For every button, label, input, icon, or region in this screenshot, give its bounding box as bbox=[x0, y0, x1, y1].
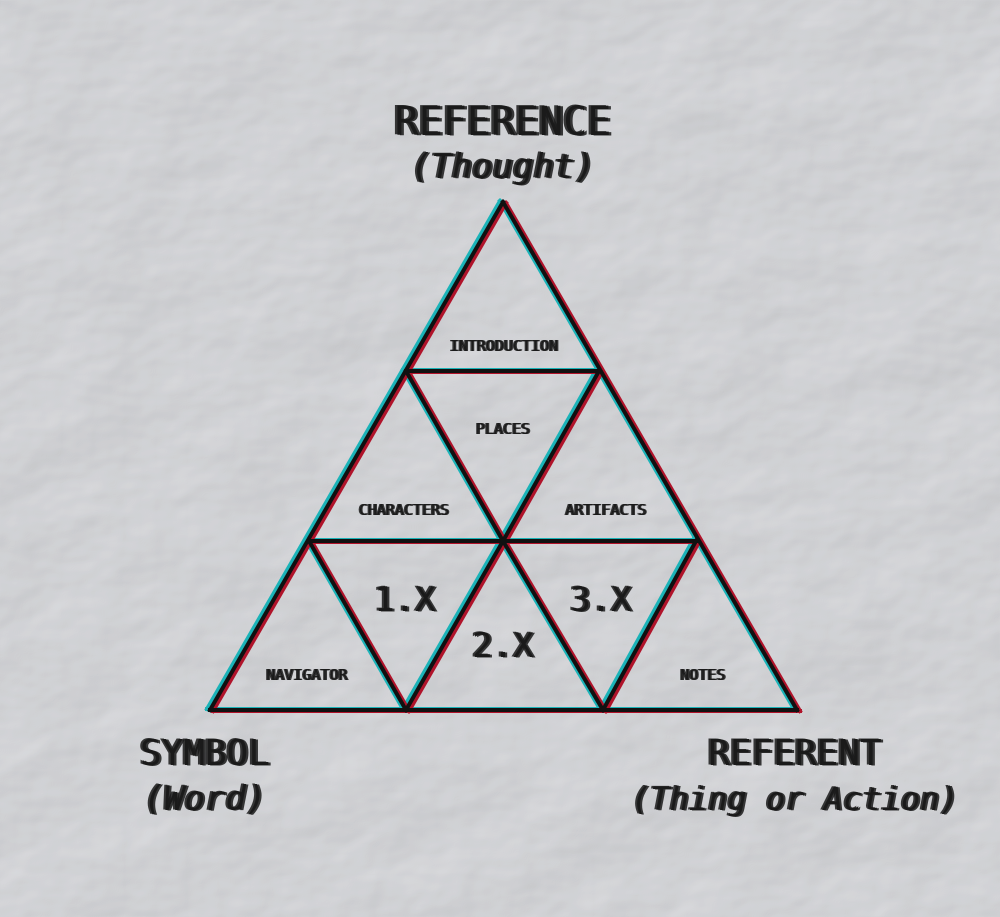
svg-text:1.X: 1.X bbox=[374, 580, 436, 620]
triangle-edge bbox=[503, 539, 609, 714]
svg-text:NAVIGATOR: NAVIGATOR bbox=[265, 666, 347, 684]
triangle-edge bbox=[210, 200, 509, 714]
triangle-edge bbox=[303, 537, 406, 712]
triangle-edge bbox=[400, 367, 503, 543]
svg-text:NOTES: NOTES bbox=[679, 666, 724, 684]
svg-text:REFERENT: REFERENT bbox=[706, 733, 879, 774]
svg-text:1.X: 1.X bbox=[376, 580, 438, 620]
svg-text:CHARACTERS: CHARACTERS bbox=[358, 501, 448, 519]
svg-text:3.X: 3.X bbox=[568, 580, 630, 620]
svg-text:(Word): (Word) bbox=[144, 779, 267, 819]
svg-text:3.X: 3.X bbox=[570, 580, 632, 620]
reference-subtitle: (Thought)(Thought)(Thought) bbox=[409, 147, 597, 188]
triangle-edge bbox=[400, 537, 503, 712]
svg-text:NOTES: NOTES bbox=[680, 666, 725, 684]
svg-text:3.X: 3.X bbox=[572, 580, 634, 620]
svg-text:NAVIGATOR: NAVIGATOR bbox=[268, 666, 350, 684]
svg-text:PLACES: PLACES bbox=[477, 420, 531, 438]
triangle-edge bbox=[500, 368, 602, 544]
triangle-edge bbox=[403, 368, 506, 544]
svg-text:INTRODUCTION: INTRODUCTION bbox=[450, 337, 558, 355]
svg-text:REFERENCE: REFERENCE bbox=[395, 99, 612, 145]
svg-text:ARTIFACTS: ARTIFACTS bbox=[565, 501, 646, 519]
svg-text:1.X: 1.X bbox=[372, 580, 434, 620]
triangle-edge bbox=[406, 539, 509, 714]
triangle-edge bbox=[500, 538, 606, 713]
triangle-edge bbox=[207, 199, 506, 713]
triangle-edge bbox=[503, 369, 605, 545]
svg-text:(Thought): (Thought) bbox=[409, 147, 593, 187]
svg-text:PLACES: PLACES bbox=[476, 420, 530, 438]
svg-text:(Word): (Word) bbox=[146, 779, 269, 819]
svg-text:(Thought): (Thought) bbox=[413, 147, 597, 187]
triangle-edge bbox=[309, 539, 412, 714]
triangle-edge bbox=[600, 538, 699, 713]
svg-text:INTRODUCTION: INTRODUCTION bbox=[451, 337, 559, 355]
triangle-edge bbox=[497, 198, 797, 712]
svg-text:REFERENCE: REFERENCE bbox=[397, 100, 614, 146]
svg-text:SYMBOL: SYMBOL bbox=[138, 733, 268, 774]
referent-subtitle: (Thing or Action)(Thing or Action)(Thing… bbox=[629, 780, 961, 819]
triangle-edge bbox=[403, 538, 506, 713]
svg-text:(Thought): (Thought) bbox=[411, 147, 595, 187]
triangle-edge bbox=[306, 538, 409, 713]
triangle-edge bbox=[497, 537, 603, 712]
svg-text:2.X: 2.X bbox=[470, 626, 532, 666]
svg-text:(Thing or Action): (Thing or Action) bbox=[633, 780, 961, 818]
svg-text:NAVIGATOR: NAVIGATOR bbox=[266, 666, 348, 684]
svg-text:REFERENT: REFERENT bbox=[708, 733, 881, 774]
svg-text:SYMBOL: SYMBOL bbox=[140, 733, 270, 774]
svg-text:INTRODUCTION: INTRODUCTION bbox=[449, 337, 557, 355]
triangle-edge bbox=[406, 369, 509, 545]
svg-text:2.X: 2.X bbox=[474, 626, 536, 666]
symbol-subtitle: (Word)(Word)(Word) bbox=[141, 779, 268, 820]
svg-text:CHARACTERS: CHARACTERS bbox=[360, 501, 450, 519]
triangle-edge bbox=[603, 539, 702, 714]
svg-text:ARTIFACTS: ARTIFACTS bbox=[564, 501, 645, 519]
triangle-outline-lines bbox=[207, 199, 800, 713]
svg-text:REFERENT: REFERENT bbox=[711, 733, 884, 774]
triangle-edge bbox=[497, 367, 599, 543]
svg-text:ARTIFACTS: ARTIFACTS bbox=[567, 501, 648, 519]
section-part-3[interactable]: 3.X3.X3.X bbox=[568, 580, 634, 621]
triangle-edge bbox=[503, 200, 803, 714]
svg-text:(Word): (Word) bbox=[141, 779, 264, 819]
svg-text:PLACES: PLACES bbox=[475, 420, 529, 438]
section-part-1[interactable]: 1.X1.X1.X bbox=[372, 580, 438, 621]
svg-text:2.X: 2.X bbox=[472, 626, 534, 666]
svg-text:REFERENCE: REFERENCE bbox=[392, 99, 609, 145]
triangle-edge bbox=[500, 199, 800, 713]
triangle-edge bbox=[597, 537, 696, 712]
section-part-2[interactable]: 2.X2.X2.X bbox=[470, 626, 536, 667]
svg-text:CHARACTERS: CHARACTERS bbox=[359, 501, 449, 519]
triangle-edge bbox=[204, 198, 503, 712]
svg-text:(Thing or Action): (Thing or Action) bbox=[631, 780, 959, 818]
svg-text:(Thing or Action): (Thing or Action) bbox=[629, 780, 957, 818]
svg-text:SYMBOL: SYMBOL bbox=[142, 733, 272, 774]
svg-text:NOTES: NOTES bbox=[682, 666, 727, 684]
